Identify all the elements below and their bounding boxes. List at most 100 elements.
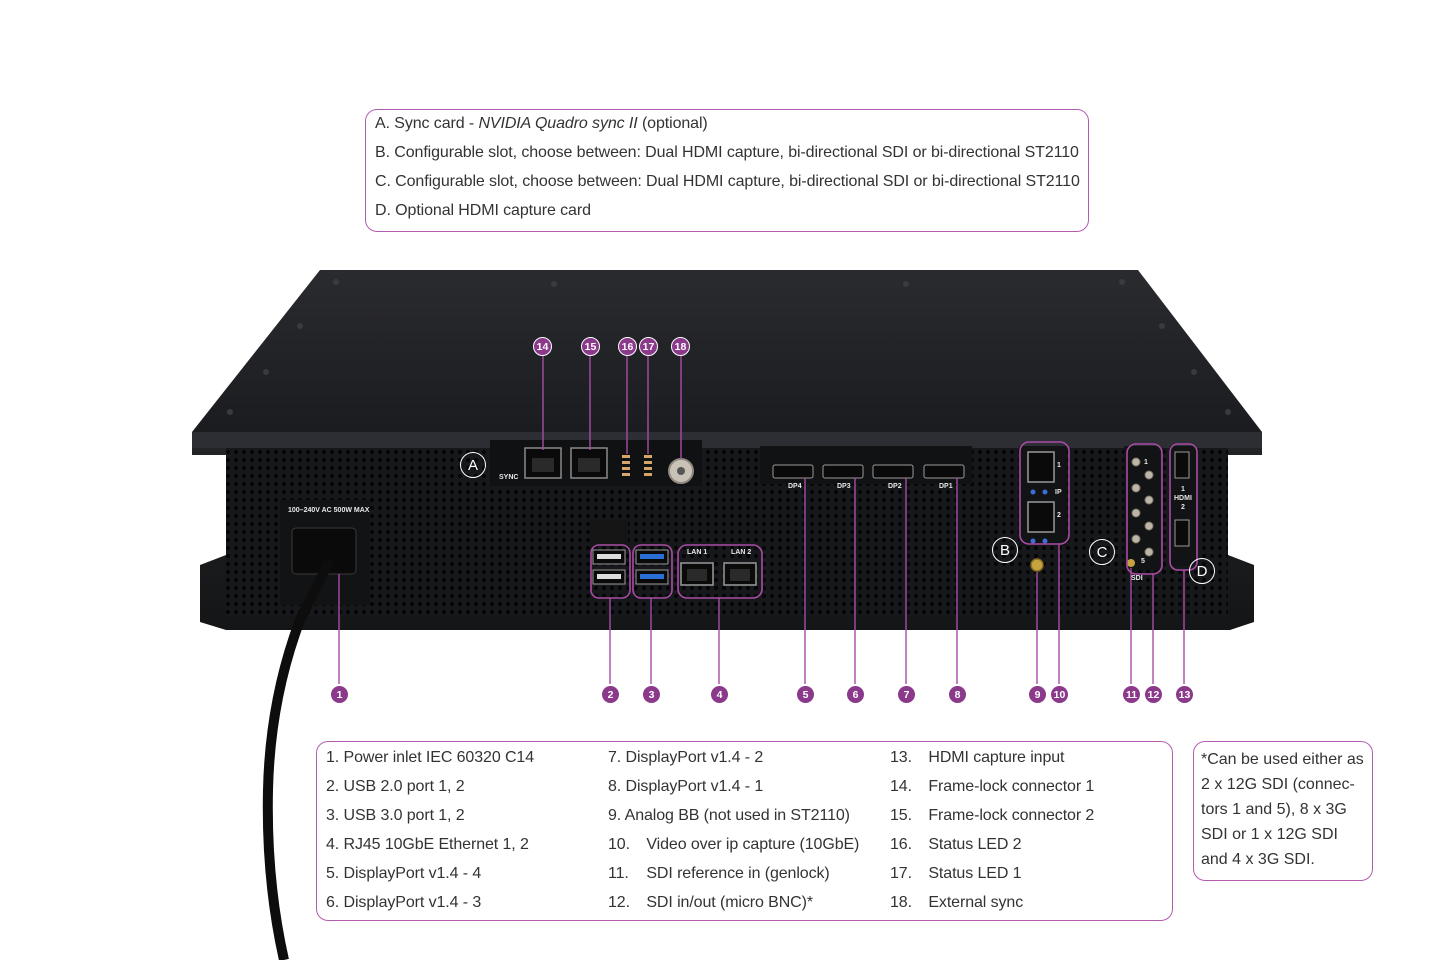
- callout-16: 16: [618, 337, 637, 356]
- sfp-port-2: [1027, 501, 1055, 533]
- legend-text: External sync: [928, 894, 1024, 911]
- sdi-num-1: 1: [1144, 459, 1148, 466]
- legend-row: 6. DisplayPort v1.4 - 3: [326, 894, 481, 912]
- sdi-reference-connector: [1127, 559, 1135, 567]
- legend-suffix: (optional): [637, 115, 708, 132]
- analog-bb-connector: [1030, 558, 1044, 572]
- legend-text: Configurable slot, choose between: Dual …: [395, 173, 1080, 190]
- legend-text: Optional HDMI capture card: [395, 202, 591, 219]
- legend-text: HDMI capture input: [928, 749, 1065, 766]
- callout-9: 9: [1028, 685, 1047, 704]
- legend-text: Video over ip capture (10GbE): [646, 836, 860, 853]
- legend-item-d: D. Optional HDMI capture card: [375, 202, 591, 220]
- legend-row: 14. Frame-lock connector 1: [890, 778, 1094, 796]
- legend-row: 15. Frame-lock connector 2: [890, 807, 1094, 825]
- callout-6: 6: [846, 685, 865, 704]
- legend-row: 13. HDMI capture input: [890, 749, 1065, 767]
- group-outlines: [590, 441, 1198, 599]
- dp-label-3: DP3: [837, 483, 851, 490]
- legend-num: 7.: [608, 749, 622, 766]
- vent-panel: [226, 448, 1228, 616]
- lan-label-2: LAN 2: [731, 549, 752, 556]
- legend-row: 2. USB 2.0 port 1, 2: [326, 778, 465, 796]
- legend-text: DisplayPort v1.4 - 3: [343, 894, 482, 911]
- legend-num: 3.: [326, 807, 340, 824]
- hdmi-label: HDMI: [1174, 495, 1192, 502]
- legend-row: 4. RJ45 10GbE Ethernet 1, 2: [326, 836, 529, 854]
- sfp-port-1: [1027, 451, 1055, 483]
- ip-label: IP: [1055, 489, 1062, 496]
- legend-text: Status LED 1: [928, 865, 1022, 882]
- slot-b-marker: B: [992, 537, 1018, 563]
- chassis-top: [192, 270, 1262, 432]
- sdi-label: SDI: [1131, 575, 1143, 582]
- footnote-line: 2 x 12G SDI (connec-: [1201, 776, 1355, 793]
- callout-4: 4: [710, 685, 729, 704]
- legend-row: 3. USB 3.0 port 1, 2: [326, 807, 465, 825]
- legend-num: 18.: [890, 894, 912, 911]
- footnote-box: [1193, 741, 1373, 881]
- sdi-num-5: 5: [1141, 558, 1145, 565]
- legend-row: 8. DisplayPort v1.4 - 1: [608, 778, 763, 796]
- legend-row: 5. DisplayPort v1.4 - 4: [326, 865, 481, 883]
- legend-text: Status LED 2: [928, 836, 1022, 853]
- legend-text: Frame-lock connector 1: [928, 778, 1095, 795]
- legend-text: SDI reference in (genlock): [646, 865, 830, 882]
- hdmi-num-2: 2: [1181, 504, 1185, 511]
- legend-text: Power inlet IEC 60320 C14: [343, 749, 535, 766]
- legend-num: 14.: [890, 778, 912, 795]
- legend-row: 7. DisplayPort v1.4 - 2: [608, 749, 763, 767]
- legend-text: Analog BB (not used in ST2110): [624, 807, 850, 824]
- callout-10: 10: [1050, 685, 1069, 704]
- callout-15: 15: [581, 337, 600, 356]
- callout-13: 13: [1175, 685, 1194, 704]
- hdmi-port-1: [1174, 451, 1190, 479]
- legend-text: SDI in/out (micro BNC)*: [646, 894, 813, 911]
- legend-num: 10.: [608, 836, 630, 853]
- dp-label-1: DP1: [939, 483, 953, 490]
- legend-num: 2.: [326, 778, 340, 795]
- legend-num: 11.: [608, 865, 629, 882]
- callout-5: 5: [796, 685, 815, 704]
- legend-text: Configurable slot, choose between: Dual …: [394, 144, 1079, 161]
- legend-num: 15.: [890, 807, 912, 824]
- legend-italic: NVIDIA Quadro sync II: [478, 115, 638, 132]
- footnote-line: SDI or 1 x 12G SDI: [1201, 826, 1338, 843]
- status-leds: [622, 455, 652, 476]
- callout-3: 3: [642, 685, 661, 704]
- callout-11: 11: [1122, 685, 1141, 704]
- leader-lines: [338, 356, 1185, 684]
- legend-text: RJ45 10GbE Ethernet 1, 2: [343, 836, 529, 853]
- legend-num: 17.: [890, 865, 912, 882]
- legend-num: 12.: [608, 894, 630, 911]
- legend-prefix: B.: [375, 144, 390, 161]
- footnote-line: tors 1 and 5), 8 x 3G: [1201, 801, 1347, 818]
- legend-text: USB 2.0 port 1, 2: [343, 778, 465, 795]
- ip-num-2: 2: [1057, 512, 1061, 519]
- hdmi-num-1: 1: [1181, 486, 1185, 493]
- legend-row: 10. Video over ip capture (10GbE): [608, 836, 859, 854]
- legend-row: 1. Power inlet IEC 60320 C14: [326, 749, 534, 767]
- legend-text: USB 3.0 port 1, 2: [343, 807, 465, 824]
- legend-text: DisplayPort v1.4 - 4: [343, 865, 482, 882]
- legend-num: 16.: [890, 836, 912, 853]
- legend-item-a: A. Sync card - NVIDIA Quadro sync II (op…: [375, 115, 708, 133]
- power-rating-label: 100–240V AC 500W MAX: [288, 507, 370, 514]
- legend-row: 16. Status LED 2: [890, 836, 1022, 854]
- legend-prefix: C.: [375, 173, 391, 190]
- footnote-line: *Can be used either as: [1201, 751, 1364, 768]
- legend-row: 18. External sync: [890, 894, 1023, 912]
- callout-18: 18: [671, 337, 690, 356]
- legend-prefix: A.: [375, 115, 390, 132]
- legend-num: 1.: [326, 749, 340, 766]
- micro-bnc-connectors: [1131, 457, 1154, 557]
- legend-text: DisplayPort v1.4 - 1: [625, 778, 764, 795]
- legend-item-b: B. Configurable slot, choose between: Du…: [375, 144, 1079, 162]
- legend-num: 5.: [326, 865, 340, 882]
- slot-d-marker: D: [1189, 558, 1215, 584]
- dp-label-2: DP2: [888, 483, 902, 490]
- footnote-line: and 4 x 3G SDI.: [1201, 851, 1315, 868]
- slot-a-marker: A: [460, 452, 486, 478]
- legend-num: 13.: [890, 749, 912, 766]
